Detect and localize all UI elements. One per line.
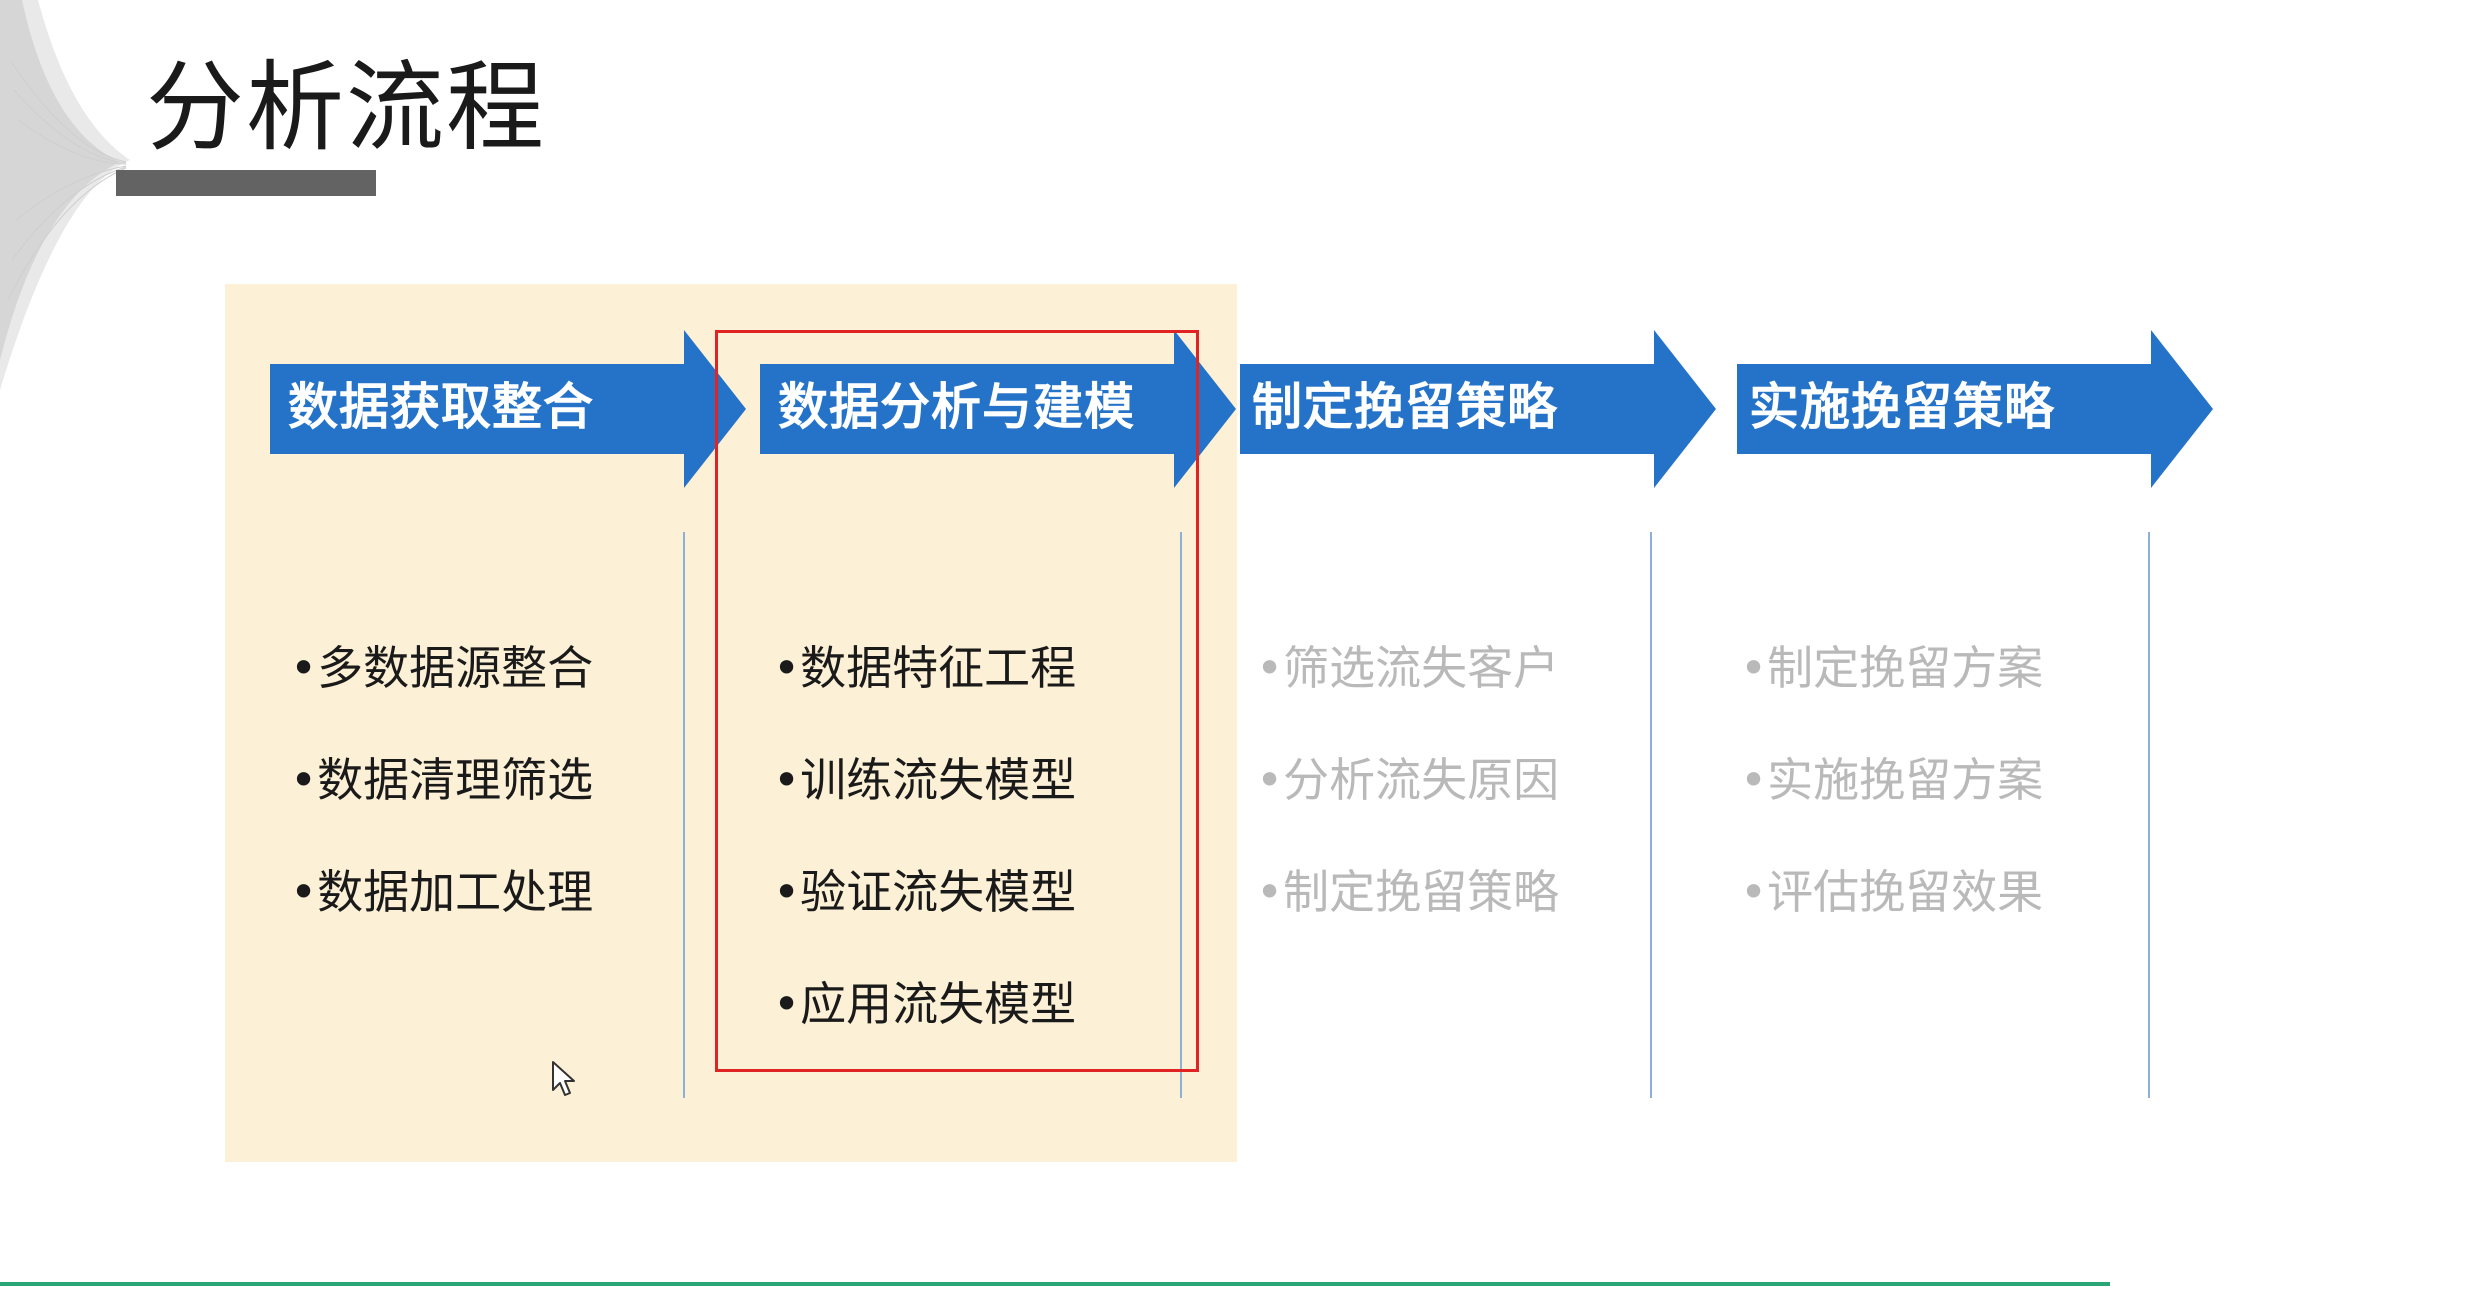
- page-title: 分析流程: [146, 51, 547, 165]
- step-items-implement-strategy: •制定挽留方案 •实施挽留方案 •评估挽留效果: [1740, 612, 2043, 948]
- arrow-shape: [1737, 330, 2213, 488]
- list-item: •训练流失模型: [773, 753, 1077, 807]
- step-label: 数据分析与建模: [778, 378, 1135, 436]
- list-item: •验证流失模型: [773, 865, 1077, 919]
- step-label: 数据获取整合: [288, 378, 594, 436]
- list-item: •筛选流失客户: [1256, 641, 1560, 695]
- step-arrow-retention-strategy: 制定挽留策略: [1240, 330, 1716, 488]
- arrow-shape: [760, 330, 1236, 488]
- list-item: •制定挽留策略: [1256, 865, 1560, 919]
- list-item: •数据特征工程: [773, 641, 1077, 695]
- title-underline-bar: [116, 170, 376, 196]
- footer-accent-line: [0, 1282, 2110, 1286]
- column-divider: [2148, 532, 2150, 1098]
- list-item: •评估挽留效果: [1740, 865, 2044, 919]
- step-items-data-modeling: •数据特征工程 •训练流失模型 •验证流失模型 •应用流失模型: [773, 612, 1076, 1060]
- step-arrow-data-acquisition: 数据获取整合: [270, 330, 746, 488]
- list-item: •实施挽留方案: [1740, 753, 2044, 807]
- column-divider: [683, 532, 685, 1098]
- list-item: •制定挽留方案: [1740, 641, 2044, 695]
- step-items-data-acquisition: •多数据源整合 •数据清理筛选 •数据加工处理: [290, 612, 593, 948]
- corner-decoration: [0, 0, 130, 390]
- step-items-retention-strategy: •筛选流失客户 •分析流失原因 •制定挽留策略: [1256, 612, 1559, 948]
- mouse-pointer-icon: [552, 1061, 575, 1096]
- column-divider: [1180, 532, 1182, 1098]
- list-item: •分析流失原因: [1256, 753, 1560, 807]
- step-label: 实施挽留策略: [1749, 378, 2055, 436]
- step-arrow-implement-strategy: 实施挽留策略: [1737, 330, 2213, 488]
- step-label: 制定挽留策略: [1252, 378, 1558, 436]
- current-step-frame: [715, 330, 1199, 1072]
- arrow-shape: [1240, 330, 1716, 488]
- list-item: •数据清理筛选: [290, 753, 594, 807]
- list-item: •数据加工处理: [290, 865, 594, 919]
- step-arrow-data-modeling: 数据分析与建模: [760, 330, 1236, 488]
- column-divider: [1650, 532, 1652, 1098]
- list-item: •应用流失模型: [773, 977, 1077, 1031]
- list-item: •多数据源整合: [290, 641, 594, 695]
- arrow-shape: [270, 330, 746, 488]
